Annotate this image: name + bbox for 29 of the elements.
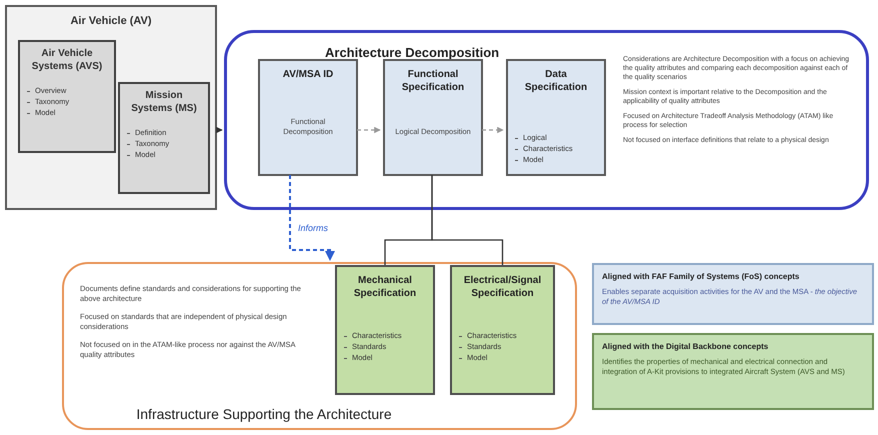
arrow xyxy=(289,175,335,261)
system-group-box xyxy=(5,5,217,210)
note-box xyxy=(592,333,874,410)
box-title: AV/MSA ID xyxy=(282,68,334,81)
panel-title: Architecture Decomposition xyxy=(325,44,500,62)
arrow xyxy=(357,126,381,134)
group-title: Air Vehicle (AV) xyxy=(69,14,153,29)
decomposition-panel xyxy=(224,30,869,210)
box-title: Air Vehicle Systems (AVS) xyxy=(30,47,104,73)
note-box xyxy=(592,263,874,325)
box-title: Data Specification xyxy=(524,68,588,94)
box-title: Mission Systems (MS) xyxy=(130,89,198,115)
specification-box xyxy=(335,265,435,395)
specification-box xyxy=(258,59,358,176)
infrastructure-panel xyxy=(62,262,577,430)
box-title: Mechanical Specification xyxy=(352,274,418,300)
box-title: Electrical/Signal Specification xyxy=(462,274,542,300)
system-box xyxy=(18,40,116,153)
system-box xyxy=(118,82,210,194)
specification-box xyxy=(506,59,606,176)
arrow xyxy=(216,126,223,134)
specification-box xyxy=(450,265,555,395)
note-title: Aligned with FAF Family of Systems (FoS) concepts xyxy=(602,271,800,283)
specification-box xyxy=(383,59,483,176)
panel-title: Infrastructure Supporting the Architecture xyxy=(135,405,393,424)
arrow xyxy=(482,126,504,134)
box-title: Functional Specification xyxy=(400,68,466,94)
connector-line xyxy=(431,175,504,265)
note-title: Aligned with the Digital Backbone concepts xyxy=(602,341,770,353)
